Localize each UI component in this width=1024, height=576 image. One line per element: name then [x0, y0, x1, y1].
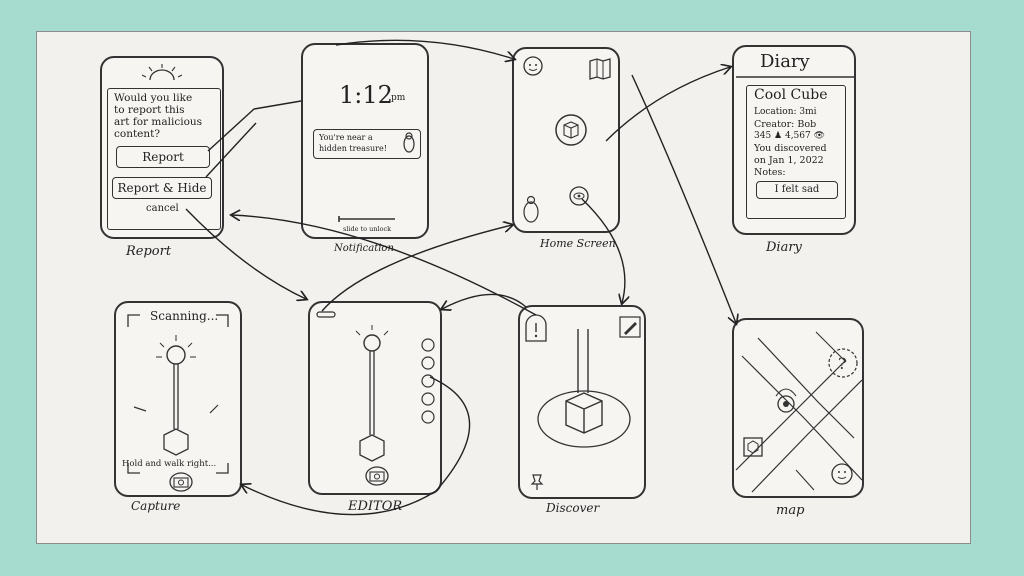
clock-ampm: pm [391, 93, 406, 103]
eye-icon[interactable] [568, 185, 590, 207]
home-screen [512, 47, 620, 233]
diary-heading: Diary [760, 51, 810, 72]
report-button[interactable]: Report [116, 146, 210, 168]
arrow-home-diary [605, 67, 730, 142]
report-hide-button[interactable]: Report & Hide [112, 177, 212, 199]
diary-screen: Diary Cool Cube Location: 3mi Creator: B… [732, 45, 856, 235]
capture-screen: Scanning... Hold and walk right... [114, 301, 242, 497]
notification-screen: 1:12 pm You're near a hidden treasure! s… [301, 43, 429, 239]
capture-label: Capture [131, 499, 181, 513]
camera-icon[interactable] [168, 471, 194, 493]
pencil-icon[interactable] [618, 315, 642, 339]
notification-message-2: hidden treasure! [319, 144, 387, 153]
cancel-link[interactable]: cancel [146, 203, 179, 214]
report-label: Report [126, 244, 172, 259]
map-label: map [776, 503, 805, 518]
diary-card [746, 85, 846, 219]
report-screen: Would you like to report this art for ma… [100, 56, 224, 239]
cube-marker-icon[interactable] [742, 436, 764, 458]
report-prompt-2: to report this [114, 104, 185, 116]
diary-rule [736, 76, 856, 78]
map-icon[interactable] [588, 57, 612, 81]
pin-icon[interactable] [530, 473, 544, 491]
report-prompt-4: content? [114, 128, 161, 140]
notification-message-1: You're near a [319, 133, 373, 142]
location-pin-icon[interactable] [772, 384, 800, 414]
scanning-text: Scanning... [150, 309, 219, 323]
svg-text:?: ? [838, 354, 847, 373]
sun-icon [142, 64, 182, 81]
diary-notes-label: Notes: [754, 167, 786, 178]
sketch-sheet: Would you like to report this art for ma… [36, 31, 971, 544]
diary-label: Diary [766, 240, 802, 255]
home-screen-label: Home Screen [540, 237, 616, 250]
notification-card [313, 129, 421, 159]
report-prompt-3: art for malicious [114, 116, 203, 128]
cube-portal-icon[interactable] [554, 113, 588, 147]
turtle-icon [403, 132, 415, 153]
face-icon[interactable] [830, 462, 854, 486]
camera-icon[interactable] [364, 465, 390, 487]
diary-card-title: Cool Cube [754, 87, 828, 103]
diary-discovered-1: You discovered [754, 143, 827, 154]
capture-viewfinder [127, 314, 229, 474]
capture-hint: Hold and walk right... [122, 459, 217, 469]
back-pill-icon[interactable] [316, 311, 336, 319]
clock-time: 1:12 [339, 81, 393, 109]
alert-icon[interactable] [524, 313, 548, 343]
arrow-discover-editor [442, 293, 527, 309]
face-icon[interactable] [522, 55, 544, 77]
discover-label: Discover [546, 501, 600, 515]
editor-tool-icons[interactable] [418, 337, 438, 437]
report-prompt-1: Would you like [114, 92, 193, 104]
diary-stats: 345 ♟ 4,567 👁 [754, 131, 826, 141]
diary-creator: Creator: Bob [754, 119, 817, 130]
turtle-icon[interactable] [520, 195, 542, 225]
arrow-home-map [631, 74, 736, 323]
slide-to-unlock: slide to unlock [343, 225, 392, 233]
map-streets [735, 331, 862, 493]
slide-bar[interactable] [337, 215, 397, 223]
diary-note-field[interactable]: I felt sad [756, 181, 838, 199]
editor-screen [308, 301, 442, 495]
diary-location: Location: 3mi [754, 107, 817, 117]
discover-scene [537, 329, 631, 448]
editor-label: EDITOR [348, 499, 403, 514]
diary-discovered-2: on Jan 1, 2022 [754, 155, 824, 166]
discover-screen [518, 305, 646, 499]
map-screen: ? [732, 318, 864, 498]
question-icon[interactable]: ? [826, 346, 860, 380]
notification-label: Notification [334, 243, 394, 254]
